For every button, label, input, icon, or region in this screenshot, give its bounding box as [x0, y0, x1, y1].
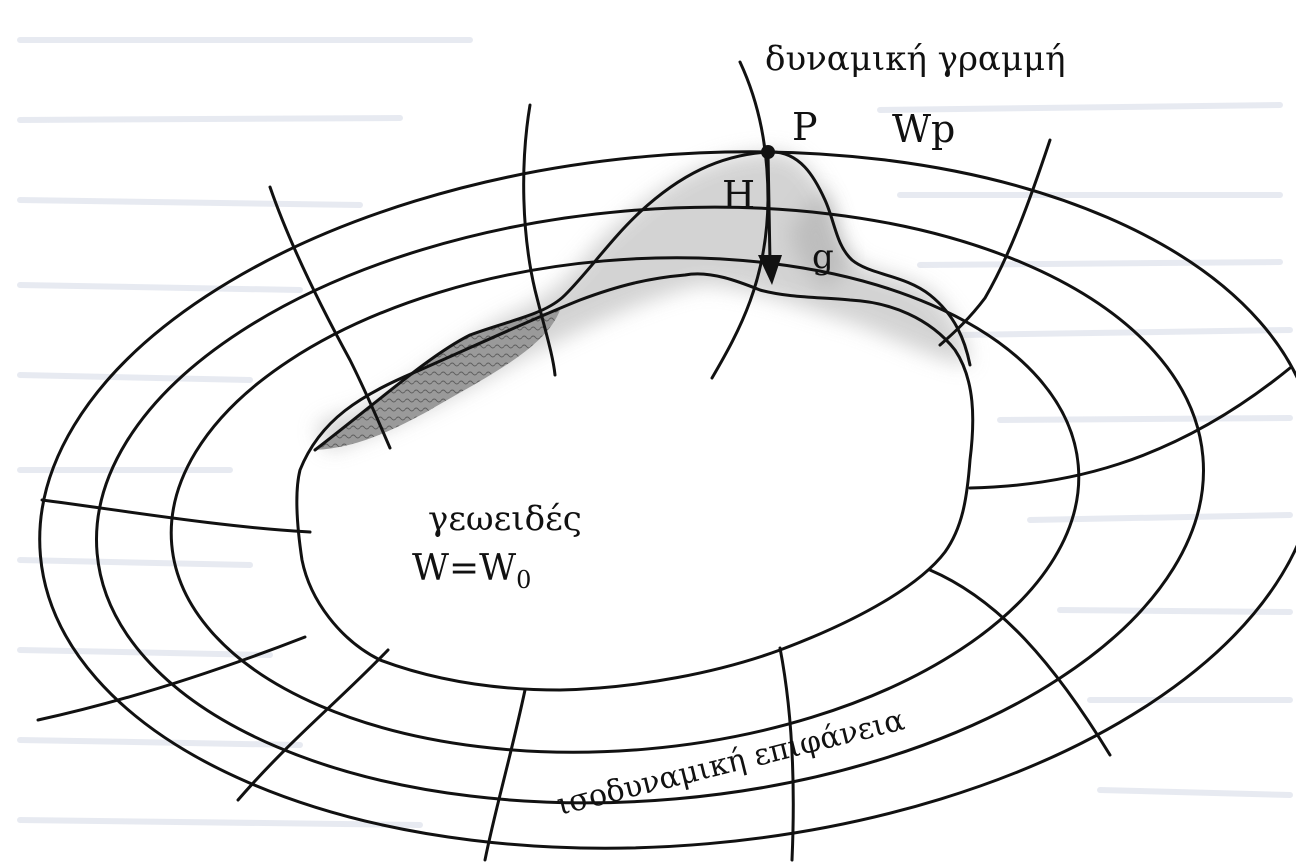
field-line-7 [778, 646, 795, 862]
equipotential-inner [169, 256, 1081, 754]
geoid-name-label: γεωειδές [428, 499, 582, 539]
field-line-1 [522, 103, 557, 377]
field-line-10 [938, 138, 1052, 347]
field-line-label: δυναμική γραμμή [765, 39, 1065, 79]
geoid-equation-subscript: 0 [516, 566, 531, 594]
topographic-surface [313, 150, 972, 452]
height-label: H [722, 173, 755, 217]
field-line-4 [36, 635, 307, 722]
linework [36, 60, 1296, 862]
potential-label: Wp [892, 107, 955, 151]
equipotential-surface-label: ισοδυναμική επιφάνεια [553, 703, 908, 823]
point-label: P [792, 105, 818, 149]
geoid-equation-label: W=W0 [412, 548, 531, 594]
point-p-marker [761, 145, 775, 159]
gravity-label: g [812, 237, 834, 277]
field-line-9 [968, 366, 1292, 490]
field-line-3 [40, 498, 312, 534]
equipotential-middle [95, 205, 1205, 805]
equipotential-outer [38, 150, 1296, 850]
field-line-6 [483, 688, 527, 862]
gravity-arrow-head [758, 255, 782, 285]
page-bleed-texture [17, 37, 1293, 828]
field-line-5 [236, 648, 390, 802]
geoid-surface [295, 272, 975, 692]
field-line-8 [928, 568, 1112, 757]
gravity-arrow-shaft [766, 150, 772, 264]
field-line-2 [268, 185, 392, 450]
